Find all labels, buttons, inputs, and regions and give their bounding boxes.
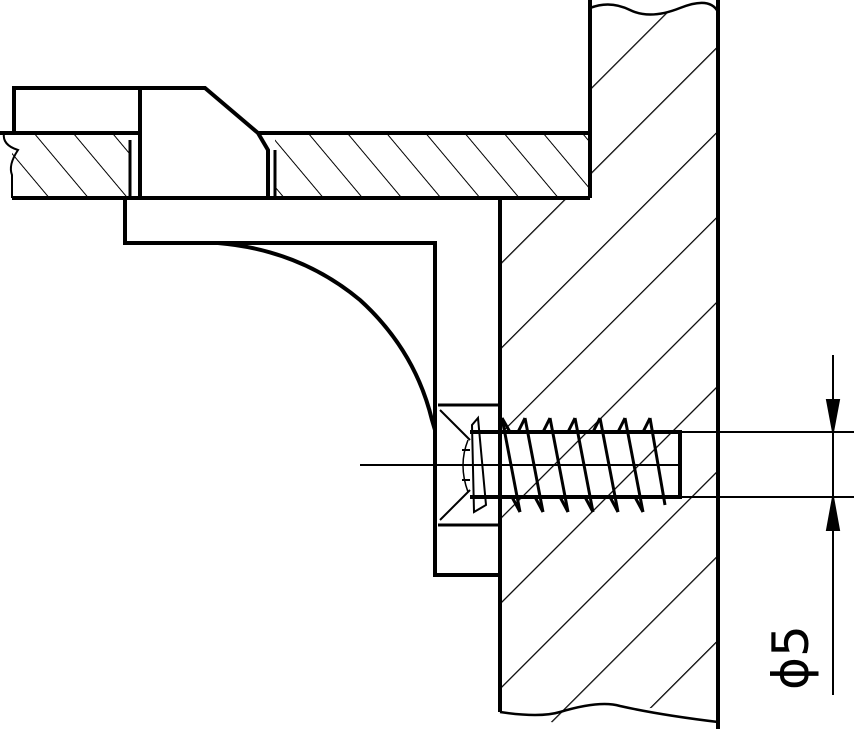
dimension-label: ϕ5: [762, 625, 820, 690]
arrow-bottom-icon: [825, 496, 841, 531]
l-bracket: [123, 198, 500, 577]
shelf-plate-section: [0, 131, 590, 200]
arrow-top-icon: [825, 399, 841, 433]
dimension: [360, 355, 854, 695]
wall-section: [498, 0, 720, 729]
bracket-head: [12, 86, 270, 198]
